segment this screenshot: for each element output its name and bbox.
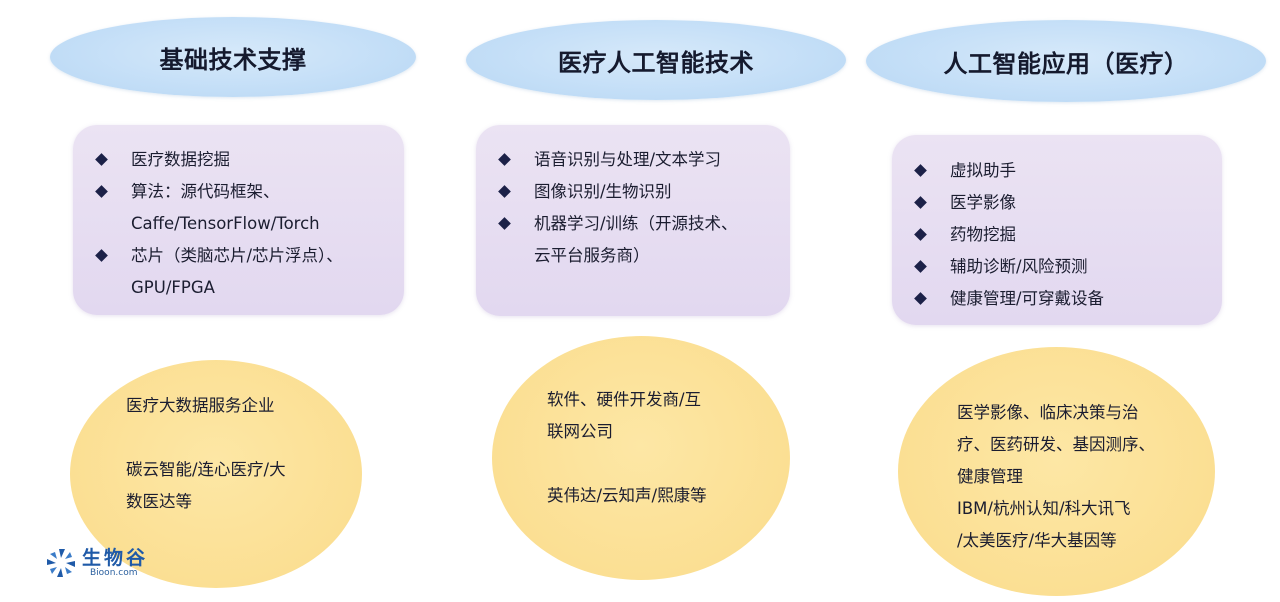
company-circle-foundation (70, 360, 362, 588)
list-item: 虚拟助手 (892, 155, 1222, 187)
list-item-text: 芯片（类脑芯片/芯片浮点）、 (131, 246, 343, 265)
company-text-ai-applications: 医学影像、临床决策与治 疗、医药研发、基因测序、 健康管理 IBM/杭州认知/科… (957, 397, 1207, 557)
company-circle-medical-ai-tech (492, 336, 790, 580)
company-examples: 碳云智能/连心医疗/大 数医达等 (126, 454, 346, 518)
diamond-bullet-icon (95, 249, 108, 262)
list-item: 机器学习/训练（开源技术、 云平台服务商） (476, 208, 790, 272)
list-item-text: 云平台服务商） (534, 246, 650, 265)
company-line: /太美医疗/华大基因等 (957, 531, 1117, 550)
diamond-bullet-icon (498, 217, 511, 230)
list-item-text: 虚拟助手 (950, 161, 1016, 180)
diamond-bullet-icon (95, 185, 108, 198)
tech-list-ai-applications: 虚拟助手 医学影像 药物挖掘 辅助诊断/风险预测 健康管理/可穿戴设备 (892, 155, 1222, 315)
list-item-text: Caffe/TensorFlow/Torch (131, 214, 320, 233)
list-item-text: 医疗数据挖掘 (131, 150, 230, 169)
company-category: 软件、硬件开发商/互 联网公司 (547, 384, 767, 448)
company-line: 软件、硬件开发商/互 (547, 390, 702, 409)
list-item-text: 机器学习/训练（开源技术、 (534, 214, 738, 233)
list-item-text: GPU/FPGA (131, 278, 215, 297)
list-item: 语音识别与处理/文本学习 (476, 144, 790, 176)
diamond-bullet-icon (914, 228, 927, 241)
list-item-text: 医学影像 (950, 193, 1016, 212)
diamond-bullet-icon (95, 153, 108, 166)
list-item: 算法：源代码框架、 Caffe/TensorFlow/Torch (73, 176, 404, 240)
header-title-ai-applications: 人工智能应用（医疗） (943, 49, 1189, 78)
tech-box-foundation: 医疗数据挖掘 算法：源代码框架、 Caffe/TensorFlow/Torch … (73, 125, 404, 315)
list-item: 健康管理/可穿戴设备 (892, 283, 1222, 315)
company-line: 数医达等 (126, 492, 192, 511)
company-line: 疗、医药研发、基因测序、 (957, 435, 1155, 454)
tech-list-foundation: 医疗数据挖掘 算法：源代码框架、 Caffe/TensorFlow/Torch … (73, 144, 404, 304)
pinwheel-logo-icon (47, 549, 75, 577)
company-text-medical-ai-tech: 软件、硬件开发商/互 联网公司 英伟达/云知声/熙康等 (547, 384, 767, 512)
tech-box-medical-ai-tech: 语音识别与处理/文本学习 图像识别/生物识别 机器学习/训练（开源技术、 云平台… (476, 125, 790, 316)
list-item-text: 健康管理/可穿戴设备 (950, 289, 1105, 308)
diamond-bullet-icon (914, 260, 927, 273)
header-title-foundation: 基础技术支撑 (159, 45, 307, 74)
diamond-bullet-icon (914, 196, 927, 209)
company-line: 联网公司 (547, 422, 613, 441)
company-text-foundation: 医疗大数据服务企业 碳云智能/连心医疗/大 数医达等 (126, 390, 346, 518)
company-circle-ai-applications (898, 347, 1215, 596)
list-item-text: 图像识别/生物识别 (534, 182, 672, 201)
list-item-text: 算法：源代码框架、 (131, 182, 280, 201)
diamond-bullet-icon (498, 153, 511, 166)
company-line: 医疗大数据服务企业 (126, 396, 275, 415)
list-item: 芯片（类脑芯片/芯片浮点）、 GPU/FPGA (73, 240, 404, 304)
logo-domain: Bioon.com (90, 567, 138, 578)
list-item-text: 辅助诊断/风险预测 (950, 257, 1088, 276)
company-line: 英伟达/云知声/熙康等 (547, 486, 707, 505)
company-line: 健康管理 (957, 467, 1023, 486)
diamond-bullet-icon (914, 292, 927, 305)
list-item: 辅助诊断/风险预测 (892, 251, 1222, 283)
logo-name: 生物谷 (82, 546, 149, 569)
header-title-medical-ai-tech: 医疗人工智能技术 (558, 48, 754, 77)
company-category-and-examples: 医学影像、临床决策与治 疗、医药研发、基因测序、 健康管理 IBM/杭州认知/科… (957, 397, 1207, 557)
diamond-bullet-icon (498, 185, 511, 198)
list-item-text: 药物挖掘 (950, 225, 1016, 244)
company-category: 医疗大数据服务企业 (126, 390, 346, 422)
list-item: 医学影像 (892, 187, 1222, 219)
tech-list-medical-ai-tech: 语音识别与处理/文本学习 图像识别/生物识别 机器学习/训练（开源技术、 云平台… (476, 144, 790, 272)
header-ellipse-foundation: 基础技术支撑 (50, 17, 416, 97)
bioon-logo: 生物谷 Bioon.com (44, 546, 148, 580)
company-line: 碳云智能/连心医疗/大 (126, 460, 286, 479)
company-line: IBM/杭州认知/科大讯飞 (957, 499, 1131, 518)
list-item: 医疗数据挖掘 (73, 144, 404, 176)
header-ellipse-ai-applications: 人工智能应用（医疗） (866, 20, 1266, 102)
list-item-text: 语音识别与处理/文本学习 (534, 150, 722, 169)
company-line: 医学影像、临床决策与治 (957, 403, 1139, 422)
diamond-bullet-icon (914, 164, 927, 177)
company-examples: 英伟达/云知声/熙康等 (547, 480, 767, 512)
list-item: 图像识别/生物识别 (476, 176, 790, 208)
list-item: 药物挖掘 (892, 219, 1222, 251)
header-ellipse-medical-ai-tech: 医疗人工智能技术 (466, 20, 846, 100)
tech-box-ai-applications: 虚拟助手 医学影像 药物挖掘 辅助诊断/风险预测 健康管理/可穿戴设备 (892, 135, 1222, 325)
